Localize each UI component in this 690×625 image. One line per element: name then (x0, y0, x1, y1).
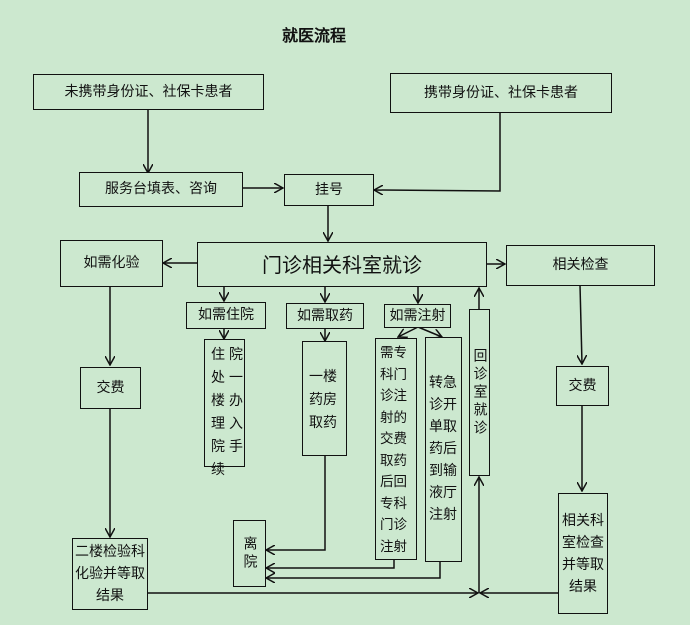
node-pay-lab: 交费 (80, 367, 141, 409)
node-registration: 挂号 (284, 174, 374, 206)
node-injection-emergency: 转急 诊开 单取 药后 到输 液厅 注射 (425, 337, 462, 562)
node-no-id-patient: 未携带身份证、社保卡患者 (33, 74, 264, 110)
node-outpatient: 门诊相关科室就诊 (197, 242, 487, 287)
arrow-exam-to-pay (580, 284, 582, 364)
node-exam: 相关检查 (506, 245, 655, 286)
arrow-inj-special (398, 326, 419, 337)
node-medicine-detail: 一楼 药房 取药 (302, 341, 347, 456)
arrow-med-to-discharge (266, 455, 326, 550)
node-discharge: 离院 (233, 520, 266, 587)
node-hospitalize-detail: 住院 处一 楼办 理入 院手 续 (204, 339, 245, 478)
node-exam-result: 相关科室检查并等取结果 (558, 493, 608, 614)
node-pay-exam: 交费 (556, 366, 609, 406)
arrow-emergency-to-discharge (266, 561, 441, 578)
node-lab-test: 如需化验 (60, 240, 163, 287)
diagram-title: 就医流程 (282, 26, 347, 45)
node-injection: 如需注射 (384, 304, 451, 328)
arrow-withid-to-register (374, 112, 501, 191)
node-service-desk: 服务台填表、咨询 (79, 172, 243, 207)
node-with-id-patient: 携带身份证、社保卡患者 (390, 73, 612, 113)
node-injection-special: 需专 科门 诊注 射的 交费 取药 后回 专科 门诊 注射 (375, 338, 417, 560)
node-lab-result: 二楼检验科化验并等取结果 (72, 538, 148, 610)
arrow-inj-emergency (417, 326, 442, 337)
node-hospitalize: 如需住院 (186, 302, 266, 329)
node-medicine: 如需取药 (286, 303, 364, 329)
arrow-special-to-discharge (266, 558, 395, 568)
node-return-visit: 回诊室就诊 (469, 309, 490, 476)
